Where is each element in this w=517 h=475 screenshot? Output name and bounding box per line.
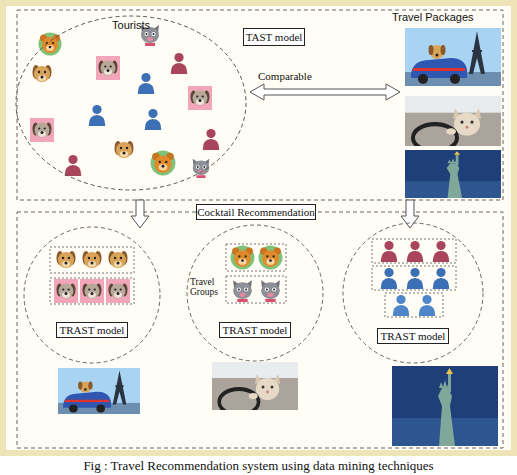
group-box <box>50 247 134 273</box>
dog-icon <box>115 141 134 158</box>
tourist-icons <box>30 25 219 178</box>
person-icon <box>89 105 106 126</box>
figure-caption: Fig : Travel Recommendation system using… <box>0 458 517 474</box>
group-box <box>50 278 134 304</box>
text-label: Travel Groups <box>190 277 226 298</box>
double-arrow <box>250 84 400 100</box>
person-icon <box>203 129 220 150</box>
node-text: Tourists <box>15 15 247 31</box>
package-photo <box>405 28 501 86</box>
dog-icon <box>57 251 76 268</box>
model-box: TRAST model <box>219 322 291 338</box>
person-icon <box>171 53 188 74</box>
node-text: TRAST model <box>223 325 288 336</box>
node-text: TRAST model <box>60 325 125 336</box>
group-circle <box>187 225 323 361</box>
group-circle <box>24 227 160 363</box>
ellipse-outline <box>16 16 246 190</box>
model-box: TAST model <box>243 28 305 46</box>
cat-icon <box>261 280 280 302</box>
node-text: Cocktail Recommendation <box>197 207 315 218</box>
person-icon <box>393 295 410 316</box>
package-photo <box>392 366 498 446</box>
group-box <box>226 276 286 303</box>
group-box <box>372 239 456 263</box>
node-text: TRAST model <box>381 331 446 342</box>
group-circle <box>343 223 483 363</box>
top-dashed-panel <box>17 10 503 200</box>
dog-icon <box>109 251 128 268</box>
group-box <box>226 244 286 271</box>
dog-icon <box>83 251 102 268</box>
node-text: TAST model <box>246 32 303 43</box>
dog-icon <box>80 279 104 303</box>
bear-icon <box>151 151 176 176</box>
person-icon <box>65 155 82 176</box>
bottom-dashed-panel <box>17 212 503 448</box>
package-photo <box>405 96 501 151</box>
travel-group <box>50 247 134 304</box>
person-icon <box>145 109 162 130</box>
tourist-ellipse: Tourists <box>15 15 247 191</box>
dog-icon <box>188 86 212 110</box>
person-icon <box>407 241 424 262</box>
package-photo <box>58 368 140 414</box>
model-box: TRAST model <box>377 328 449 344</box>
recommendation-box: Cocktail Recommendation <box>196 204 316 220</box>
group-box <box>372 266 456 290</box>
person-icon <box>138 73 155 94</box>
model-box: TRAST model <box>56 322 128 338</box>
cat-icon <box>233 280 252 302</box>
text-label: Comparable <box>258 70 338 82</box>
package-photo <box>405 150 501 198</box>
travel-group <box>372 239 456 317</box>
dog-icon <box>30 118 54 142</box>
person-icon <box>433 268 450 289</box>
down-arrow <box>131 200 149 228</box>
person-icon <box>381 241 398 262</box>
bear-icon <box>259 246 283 270</box>
person-icon <box>381 268 398 289</box>
package-photo <box>212 362 298 415</box>
ellipse-outline <box>15 15 247 191</box>
travel-group <box>226 244 286 303</box>
down-arrow <box>401 200 419 228</box>
frame <box>3 3 514 453</box>
person-icon <box>433 241 450 262</box>
text-label: Travel Packages <box>392 11 504 23</box>
dog-icon <box>96 56 120 80</box>
person-icon <box>419 295 436 316</box>
bear-icon <box>231 246 255 270</box>
person-icon <box>407 268 424 289</box>
dog-icon <box>106 279 130 303</box>
dog-icon <box>54 279 78 303</box>
group-box <box>385 293 443 317</box>
dog-icon <box>33 65 52 82</box>
